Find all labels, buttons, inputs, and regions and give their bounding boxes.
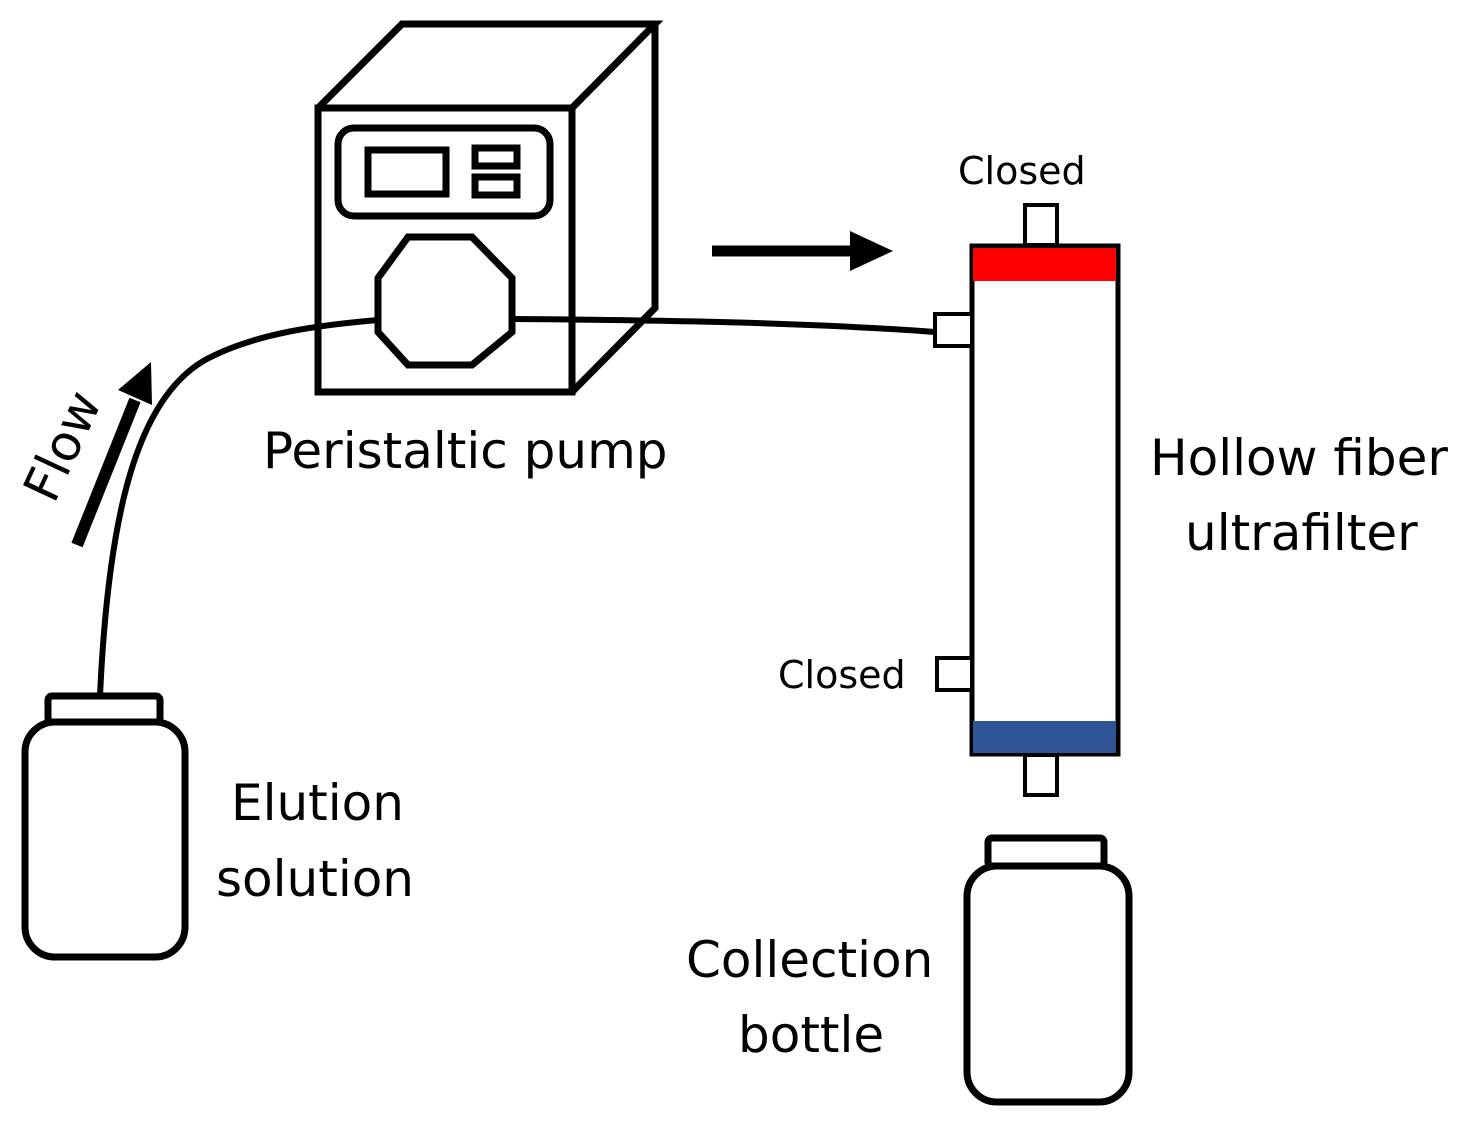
pump-front-face bbox=[314, 104, 576, 396]
pump-button-down bbox=[471, 173, 521, 199]
pump-top-face bbox=[315, 20, 664, 111]
filter-bottom-port bbox=[1023, 753, 1059, 797]
peristaltic-pump-label: Peristaltic pump bbox=[263, 422, 668, 480]
collection-bottle-label-line1: Collection bbox=[686, 931, 933, 989]
collection-bottle-cap bbox=[984, 834, 1108, 870]
elution-solution-label-line2: solution bbox=[216, 850, 414, 908]
elution-bottle-body bbox=[21, 718, 189, 961]
elution-solution-label-line1: Elution bbox=[231, 774, 404, 832]
filter-bottom-cap bbox=[973, 721, 1116, 753]
ultrafilter-label-line2: ultrafilter bbox=[1185, 504, 1418, 562]
filter-top-port bbox=[1023, 203, 1059, 247]
filter-inlet-port bbox=[933, 312, 974, 348]
filter-body bbox=[969, 243, 1121, 757]
collection-bottle-label-line2: bottle bbox=[738, 1006, 884, 1064]
arrow-up-right-icon bbox=[71, 362, 152, 548]
pump-display bbox=[364, 146, 450, 198]
collection-bottle bbox=[963, 834, 1133, 1106]
closed-top-label: Closed bbox=[958, 149, 1086, 193]
tubing-to-filter bbox=[511, 316, 936, 335]
elution-bottle-cap bbox=[44, 692, 164, 726]
pump-side-face bbox=[569, 24, 659, 395]
peristaltic-pump bbox=[314, 20, 664, 396]
pump-head bbox=[374, 233, 516, 369]
filter-side-port-closed bbox=[935, 656, 974, 692]
closed-side-label: Closed bbox=[778, 653, 906, 697]
pump-button-up bbox=[471, 144, 521, 170]
elution-solution-bottle bbox=[21, 692, 189, 961]
pump-control-panel bbox=[334, 124, 554, 220]
filter-top-cap bbox=[973, 248, 1116, 281]
tubing bbox=[97, 317, 379, 697]
hollow-fiber-ultrafilter bbox=[933, 203, 1121, 797]
collection-bottle-body bbox=[963, 862, 1133, 1106]
ultrafilter-label-line1: Hollow fiber bbox=[1150, 429, 1448, 487]
arrow-right-icon bbox=[712, 231, 893, 271]
